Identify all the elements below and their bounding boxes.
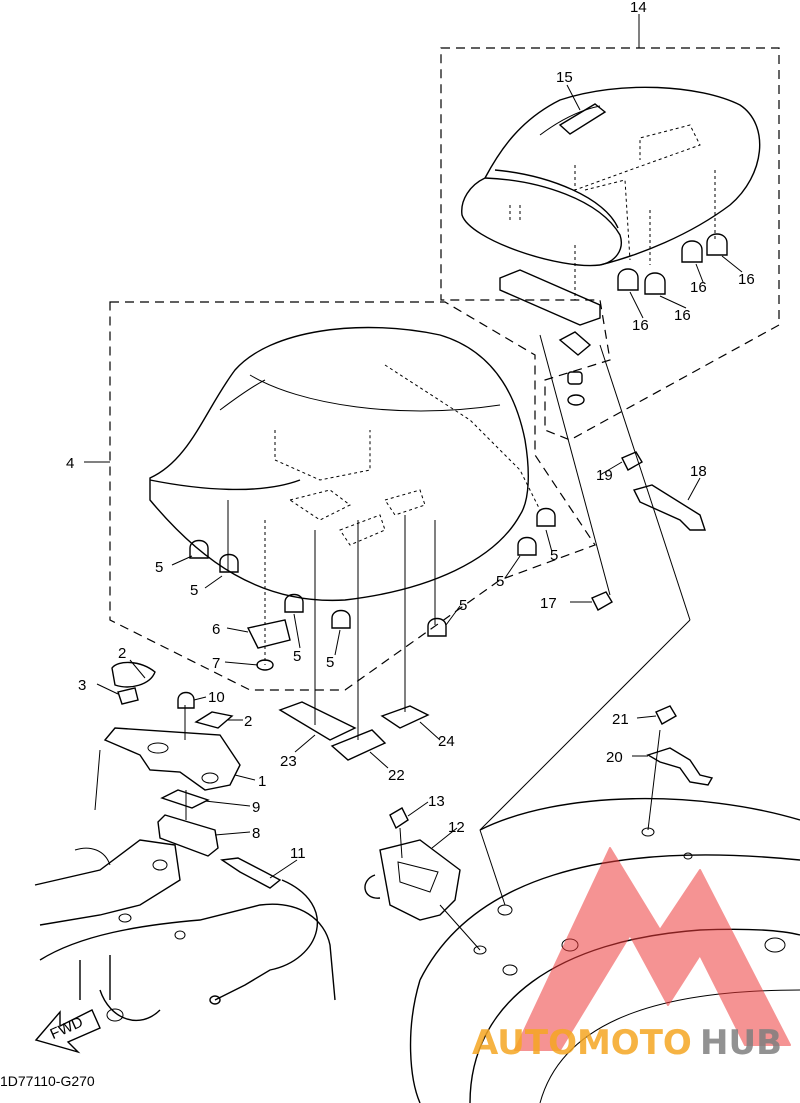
callout-5: 5 — [190, 582, 198, 599]
fwd-arrow-icon: FWD — [34, 1009, 101, 1054]
callout-labels: 14 15 16 16 16 16 4 5 5 5 5 5 5 5 6 7 2 … — [66, 0, 755, 862]
rear-seat — [461, 86, 761, 300]
callout-20: 20 — [606, 749, 623, 766]
seat-lock — [364, 807, 461, 921]
callout-7: 7 — [212, 655, 220, 672]
seat-tapes — [278, 515, 430, 761]
callout-10: 10 — [208, 689, 225, 706]
front-seat — [149, 326, 541, 602]
rear-seat-bracket — [499, 269, 601, 406]
callout-17: 17 — [540, 595, 557, 612]
rear-brackets — [591, 451, 714, 786]
front-seat-group-outline — [109, 301, 596, 691]
rear-dampers — [617, 233, 728, 295]
callout-5: 5 — [326, 654, 334, 671]
callout-22: 22 — [388, 767, 405, 784]
callout-2: 2 — [118, 645, 126, 662]
diagram-code: 1D77110-G270 — [0, 1073, 95, 1089]
seat-lock-bracket — [103, 661, 319, 1005]
callout-5: 5 — [496, 573, 504, 590]
watermark-word-auto: AUTOMOTO — [472, 1023, 692, 1063]
callout-4: 4 — [66, 455, 74, 472]
callout-5: 5 — [155, 559, 163, 576]
callout-5: 5 — [459, 597, 467, 614]
callout-16: 16 — [674, 307, 691, 324]
rear-seat-group-outline — [440, 47, 780, 441]
callout-leaders — [84, 14, 743, 879]
callout-6: 6 — [212, 621, 220, 638]
callout-24: 24 — [438, 733, 455, 750]
callout-19: 19 — [596, 467, 613, 484]
callout-16: 16 — [690, 279, 707, 296]
callout-2: 2 — [244, 713, 252, 730]
fwd-label: FWD — [48, 1014, 86, 1043]
callout-3: 3 — [78, 677, 86, 694]
callout-23: 23 — [280, 753, 297, 770]
assembly-lines — [94, 334, 691, 951]
callout-15: 15 — [556, 69, 573, 86]
callout-16: 16 — [632, 317, 649, 334]
callout-14: 14 — [630, 0, 647, 16]
frame-rail — [34, 839, 336, 1022]
watermark-triangle-icon — [514, 847, 791, 1051]
callout-12: 12 — [448, 819, 465, 836]
callout-21: 21 — [612, 711, 629, 728]
callout-1: 1 — [258, 773, 266, 790]
callout-11: 11 — [290, 845, 306, 862]
callout-5: 5 — [550, 547, 558, 564]
callout-13: 13 — [428, 793, 445, 810]
callout-18: 18 — [690, 463, 707, 480]
watermark-logo — [514, 847, 791, 1051]
callout-9: 9 — [252, 799, 260, 816]
callout-16: 16 — [738, 271, 755, 288]
callout-8: 8 — [252, 825, 260, 842]
callout-5: 5 — [293, 648, 301, 665]
watermark-text: AUTOMOTO HUB — [472, 1023, 782, 1063]
watermark-word-hub: HUB — [700, 1023, 782, 1063]
front-dampers — [189, 507, 556, 637]
front-seat-bracket — [246, 520, 291, 671]
